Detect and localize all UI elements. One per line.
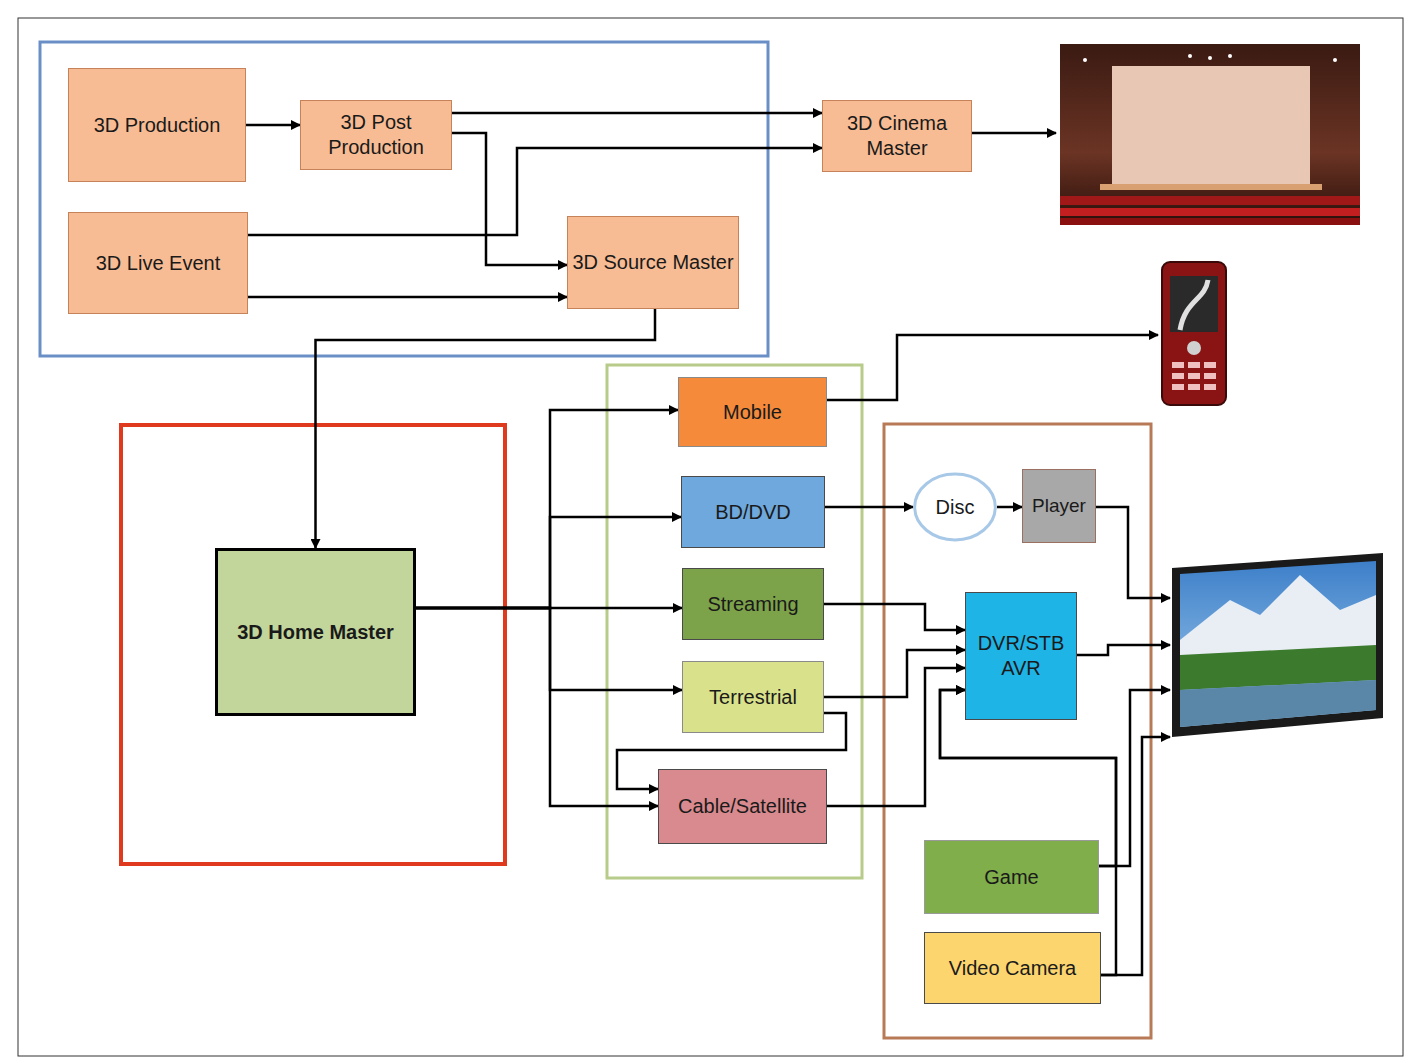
flow-arrow [827, 668, 965, 806]
flow-arrow [997, 506, 1022, 509]
node-label: Game [980, 865, 1042, 890]
channel-box: Cable/Satellite [658, 769, 827, 844]
cinema-illustration [1060, 44, 1360, 225]
device-box: DVR/STB AVR [965, 592, 1077, 720]
flow-arrow [940, 690, 1116, 866]
channel-box: Streaming [682, 568, 824, 640]
flow-arrow [246, 124, 300, 127]
device-box: Video Camera [924, 932, 1101, 1004]
process-box: 3D Post Production [300, 100, 452, 170]
flow-arrow [940, 690, 1116, 975]
phone-screen [1170, 276, 1218, 332]
tv-lake [1180, 680, 1376, 727]
game-wire [1099, 690, 1170, 866]
ceiling-light [1208, 56, 1212, 60]
node-label: Mobile [719, 400, 786, 425]
ceiling-light [1188, 54, 1192, 58]
ceiling-light [1333, 58, 1337, 62]
tv-illustration [1172, 553, 1383, 737]
node-label: 3D Live Event [92, 251, 225, 276]
node-label: Cable/Satellite [674, 794, 811, 819]
node-label: BD/DVD [711, 500, 795, 525]
flow-arrow [416, 410, 678, 608]
flow-arrow [824, 604, 965, 630]
node-label: Disc [932, 495, 979, 520]
master-box: 3D Home Master [215, 548, 416, 716]
process-box: 3D Source Master [567, 216, 739, 309]
phone-body [1162, 262, 1226, 405]
flow-arrow [452, 112, 822, 115]
layout-wires [827, 133, 1170, 975]
tv-sky [1180, 561, 1376, 727]
node-label: Streaming [703, 592, 802, 617]
screen-graphic [1180, 280, 1208, 330]
flow-arrow [825, 506, 913, 509]
cinema-wire [968, 132, 1056, 135]
mobile-wire [827, 335, 1158, 400]
node-label: 3D Cinema Master [823, 111, 971, 161]
node-label: 3D Production [90, 113, 225, 138]
camera-wire [1101, 737, 1170, 975]
cinema-screen [1112, 66, 1310, 184]
process-box: 3D Production [68, 68, 246, 182]
device-box: Player [1022, 469, 1096, 543]
phone-keypad [1172, 362, 1216, 390]
flow-arrow [316, 309, 656, 548]
page-frame [18, 18, 1403, 1056]
seat-row [1060, 208, 1360, 216]
flow-arrow [416, 608, 658, 806]
phone-dpad [1187, 341, 1201, 355]
device-box: Game [924, 840, 1099, 914]
flow-arrow [452, 133, 567, 265]
channel-box: Mobile [678, 377, 827, 447]
flow-arrow [248, 296, 567, 299]
process-box: 3D Live Event [68, 212, 248, 314]
player-wire [1096, 507, 1170, 598]
node-label: Terrestrial [705, 685, 801, 710]
circle-outline [915, 474, 996, 540]
flow-arrow [416, 517, 681, 608]
process-box: 3D Cinema Master [822, 100, 972, 172]
flow-arrow [617, 713, 846, 789]
ceiling-light [1228, 54, 1232, 58]
tv-frame [1172, 553, 1383, 737]
seat-row [1060, 218, 1360, 225]
flow-arrow [248, 148, 822, 235]
disc-circle: Disc [913, 472, 997, 542]
circle-outline [913, 472, 997, 542]
seat-row [1060, 196, 1360, 205]
ceiling-light [1083, 58, 1087, 62]
stage-edge [1100, 184, 1322, 190]
node-label: 3D Post Production [301, 110, 451, 160]
node-label: DVR/STB AVR [966, 631, 1076, 681]
channel-box: Terrestrial [682, 661, 824, 733]
phone-illustration [1162, 262, 1226, 405]
node-label: 3D Source Master [568, 250, 737, 275]
dvr-wire [1073, 645, 1170, 655]
channel-box: BD/DVD [681, 476, 825, 548]
node-label: Video Camera [945, 956, 1080, 981]
production-region [40, 42, 768, 356]
home-master-region [121, 425, 505, 864]
node-label: Player [1028, 494, 1090, 518]
node-label: 3D Home Master [233, 620, 398, 645]
distribution-region [607, 365, 862, 878]
cinema-room [1060, 44, 1360, 225]
